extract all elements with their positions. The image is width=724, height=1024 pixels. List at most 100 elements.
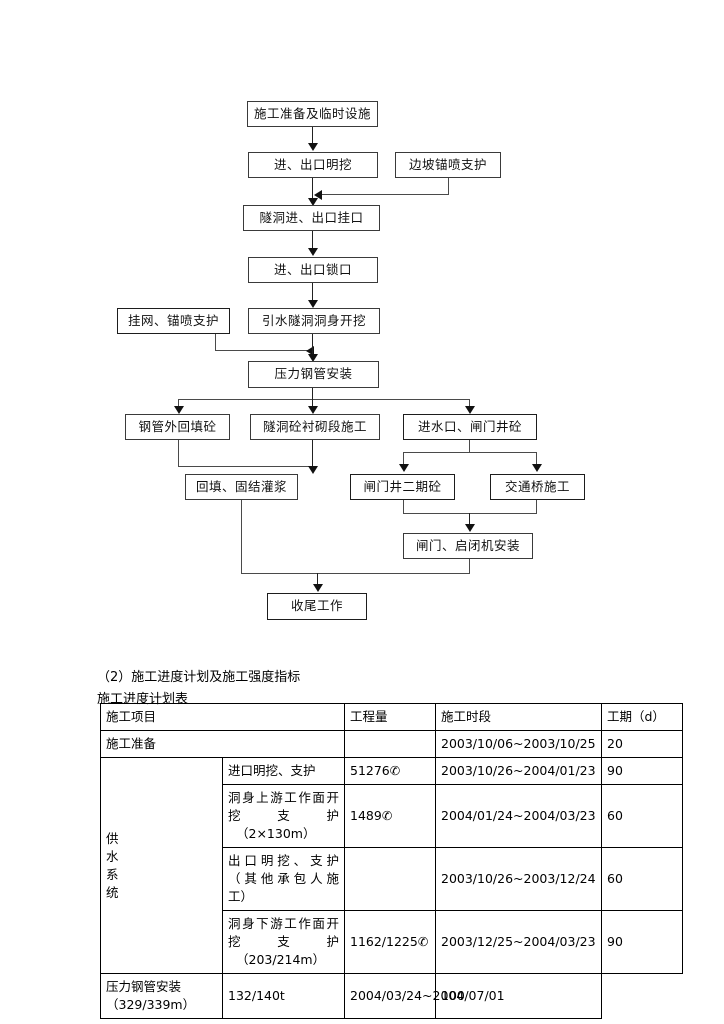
flow-node-label: 进水口、闸门井砼 — [417, 418, 522, 434]
flow-node-label: 挂网、锚喷支护 — [127, 312, 219, 328]
connector-prep-to-open-cut — [312, 127, 313, 145]
connector-bus-to-intake — [469, 399, 470, 410]
flow-node-gate-hoist: 闸门、启闭机安装 — [403, 533, 533, 559]
flow-node-label: 压力钢管安装 — [274, 366, 353, 382]
flow-node-label: 隧洞进、出口挂口 — [259, 209, 364, 225]
flow-node-label: 进、出口锁口 — [273, 261, 352, 277]
connector-bus-to-finishing — [317, 573, 318, 587]
flow-node-label: 隧洞砼衬砌段施工 — [262, 418, 367, 434]
flow-node-label: 边坡锚喷支护 — [408, 156, 487, 172]
cell-item: 进口明挖、支护 — [222, 757, 345, 785]
flow-node-label: 闸门、启闭机安装 — [415, 537, 520, 553]
table-row: 压力钢管安装（329/339m） 132/140t 2004/03/24~200… — [100, 973, 683, 1019]
cell-duration: 100 — [435, 973, 602, 1019]
arrow-down-bridge — [532, 464, 542, 472]
cell-group-label: 供 水 系 统 — [100, 757, 223, 974]
connector-bus-to-gate2nd — [403, 452, 404, 465]
arrow-down-prep — [308, 143, 318, 151]
quantity-unit: ✆ — [389, 763, 401, 778]
arrow-down-portal-lock — [308, 300, 318, 308]
connector-grouting-down — [241, 500, 242, 574]
cell-duration: 60 — [601, 784, 683, 848]
flow-node-grouting: 回填、固结灌浆 — [185, 474, 298, 500]
group-char-2: 水 — [106, 848, 119, 864]
flow-node-label: 进、出口明挖 — [273, 156, 352, 172]
bus-finishing — [241, 573, 470, 574]
header-item: 施工项目 — [100, 703, 345, 731]
connector-mesh-down — [215, 334, 216, 351]
flow-node-label: 施工准备及临时设施 — [253, 105, 371, 121]
flow-node-lining: 隧洞砼衬砌段施工 — [250, 414, 380, 440]
bus-gate-hoist — [403, 513, 537, 514]
arrow-down-gate-hoist — [465, 524, 475, 532]
connector-hoist-down — [469, 559, 470, 574]
connector-bus-to-lining — [312, 399, 313, 410]
flow-node-backfill-conc: 钢管外回填砼 — [125, 414, 230, 440]
connector-bus-to-bridge — [536, 452, 537, 465]
arrow-left-mesh — [306, 346, 314, 356]
arrow-down-grouting — [308, 466, 318, 474]
connector-gate2nd-down — [403, 500, 404, 514]
header-duration: 工期（d） — [601, 703, 683, 731]
cell-period: 2003/10/06~2003/10/25 — [435, 730, 602, 758]
cell-duration: 60 — [601, 847, 683, 911]
flow-node-mesh-support: 挂网、锚喷支护 — [117, 308, 230, 334]
flow-node-label: 收尾工作 — [290, 598, 343, 614]
connector-bus-to-backfill — [178, 399, 179, 410]
quantity-value: 51276 — [350, 763, 390, 778]
cell-item: 洞身下游工作面开挖支护 （203/214m） — [222, 910, 345, 974]
connector-bus-to-hoist — [469, 513, 470, 527]
flow-node-prep: 施工准备及临时设施 — [247, 101, 378, 127]
group-char-1: 供 — [106, 830, 119, 846]
flow-node-label: 回填、固结灌浆 — [195, 478, 287, 494]
arrow-down-backfill — [174, 406, 184, 414]
item-line-1: 出口明挖、支护（其他承包人施 — [228, 853, 339, 886]
cell-quantity: 1162/1225✆ — [344, 910, 436, 974]
connector-open-cut-down — [312, 178, 313, 202]
arrow-down-lining — [308, 406, 318, 414]
arrow-down-open-cut — [308, 198, 318, 206]
flow-node-label: 闸门井二期砼 — [363, 478, 442, 494]
bus-intake — [403, 452, 536, 453]
table-row: 洞身下游工作面开挖支护 （203/214m） 1162/1225✆ 2003/1… — [101, 910, 683, 974]
connector-tunnel-body-down — [312, 334, 313, 358]
flow-node-gate-2nd-conc: 闸门井二期砼 — [350, 474, 455, 500]
quantity-value: 1489 — [350, 808, 382, 823]
flow-node-label: 引水隧洞洞身开挖 — [261, 312, 366, 328]
cell-item: 洞身上游工作面开挖支护 （2×130m） — [222, 784, 345, 848]
section-heading: （2）施工进度计划及施工强度指标 — [97, 670, 301, 685]
connector-bridge-down — [536, 500, 537, 514]
connector-backfill-down — [178, 440, 179, 467]
flow-node-intake-gate: 进水口、闸门井砼 — [403, 414, 537, 440]
flow-node-label: 交通桥施工 — [504, 478, 570, 494]
connector-slope-across — [322, 194, 449, 195]
cell-quantity — [344, 730, 436, 758]
connector-lining-down — [312, 440, 313, 470]
flow-node-tunnel-portal: 隧洞进、出口挂口 — [243, 205, 380, 231]
flow-node-tunnel-body: 引水隧洞洞身开挖 — [248, 308, 380, 334]
cell-period: 2003/10/26~2004/01/23 — [435, 757, 602, 785]
flow-node-portal-lock: 进、出口锁口 — [248, 257, 378, 283]
flow-node-finishing: 收尾工作 — [267, 593, 367, 620]
cell-duration: 90 — [601, 757, 683, 785]
connector-intake-down — [469, 440, 470, 453]
item-line-1: 洞身下游工作面开挖支护 — [228, 916, 339, 949]
arrow-down-finishing — [313, 584, 323, 592]
flow-node-portal-open-cut: 进、出口明挖 — [248, 152, 378, 178]
cell-quantity — [344, 847, 436, 911]
header-quantity: 工程量 — [344, 703, 436, 731]
item-line-2: （203/214m） — [236, 952, 326, 967]
table-row: 供 水 系 统 进口明挖、支护 51276✆ 2003/10/26~2004/0… — [100, 757, 683, 974]
group-char-4: 统 — [106, 884, 119, 900]
cell-item: 出口明挖、支护（其他承包人施 工） — [222, 847, 345, 911]
construction-schedule-table: 施工项目 工程量 施工时段 工期（d） 施工准备 2003/10/06~2003… — [100, 703, 683, 1019]
arrow-down-gate2nd — [399, 464, 409, 472]
table-header-row: 施工项目 工程量 施工时段 工期（d） — [100, 703, 683, 731]
cell-period: 2004/01/24~2004/03/23 — [435, 784, 602, 848]
flow-node-label: 钢管外回填砼 — [138, 418, 217, 434]
group-char-3: 系 — [106, 866, 119, 882]
connector-backfill-across — [178, 466, 312, 467]
arrow-left-slope — [314, 190, 322, 200]
cell-quantity: 51276✆ — [344, 757, 436, 785]
flow-node-traffic-bridge: 交通桥施工 — [490, 474, 585, 500]
